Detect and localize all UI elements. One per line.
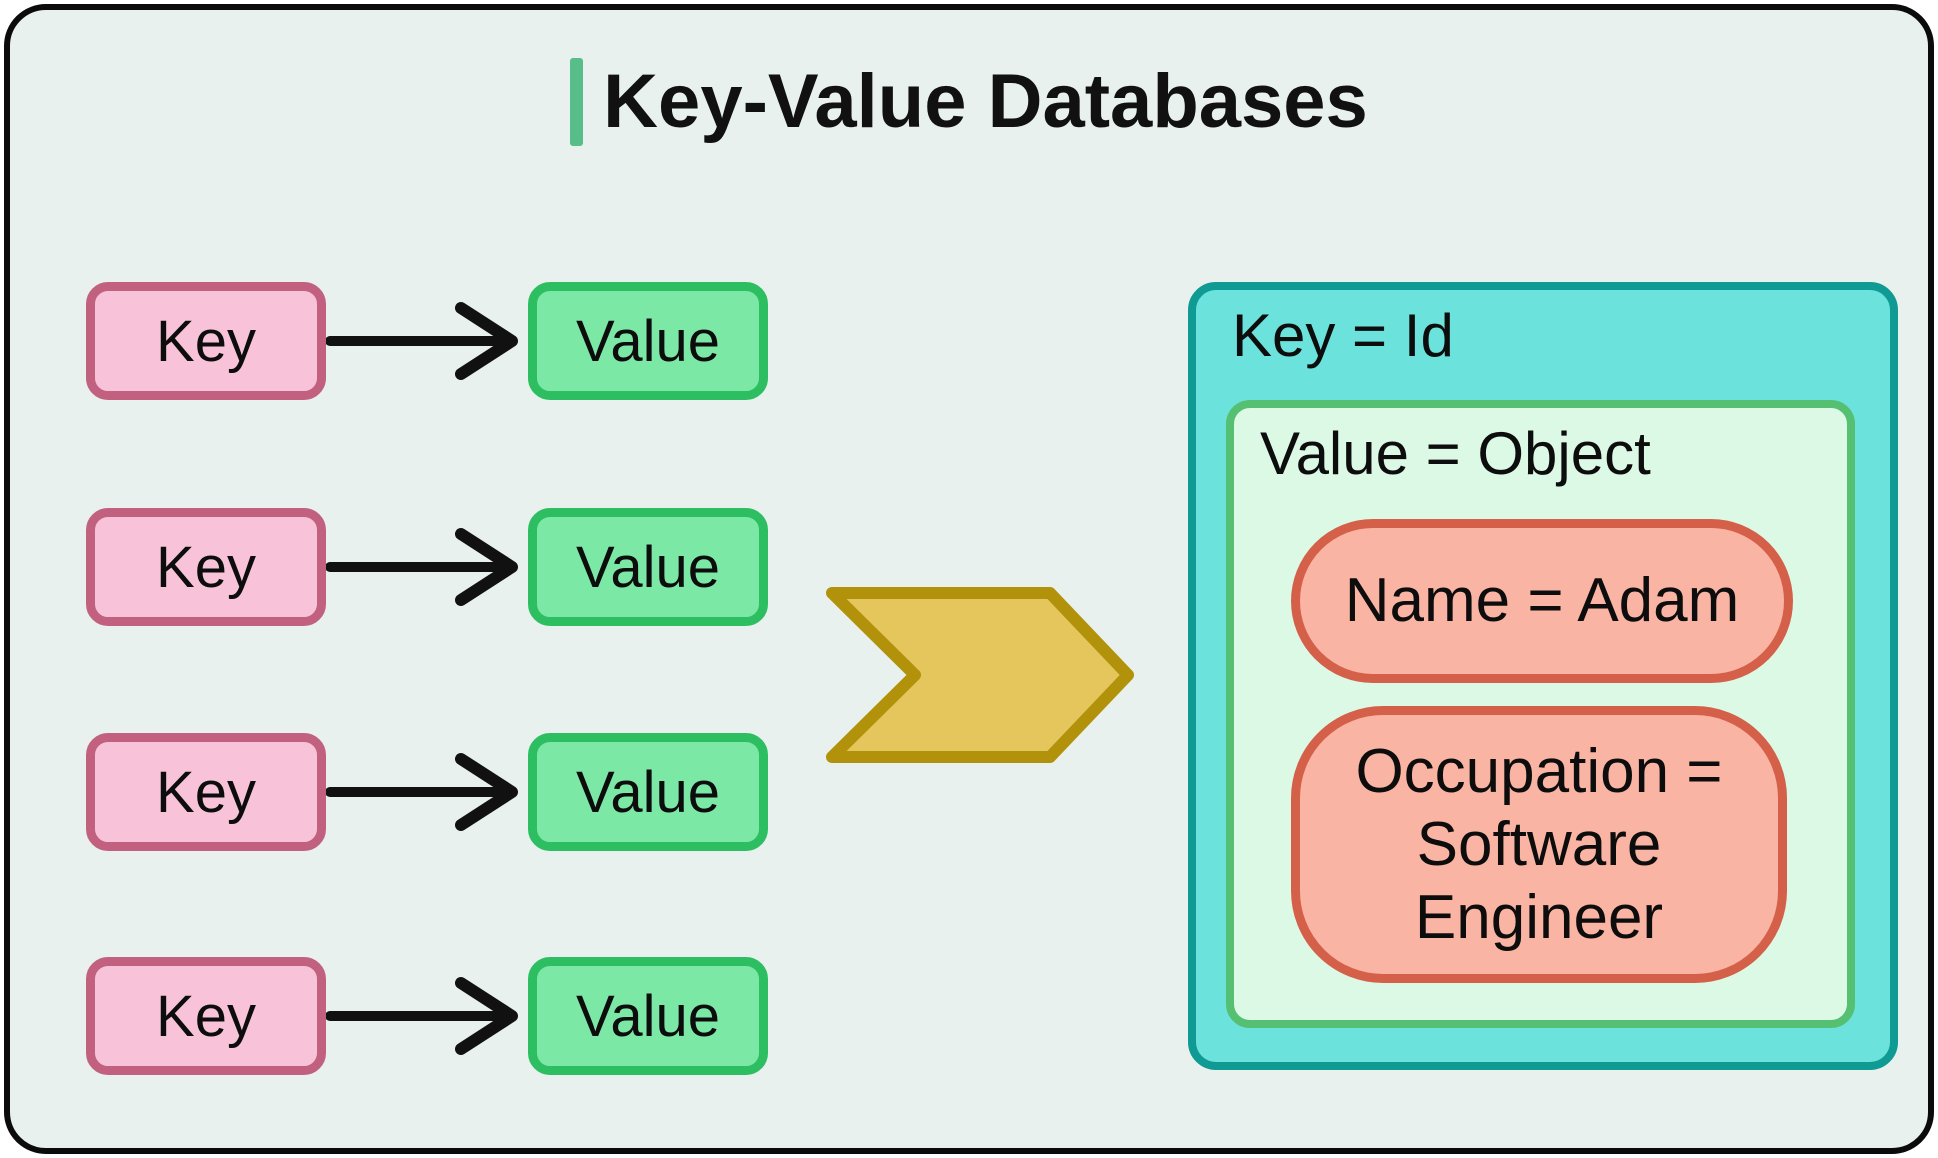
value-label: Value <box>575 308 721 374</box>
record-container: Key = Id Value = Object Name = Adam Occu… <box>1188 282 1898 1070</box>
diagram-frame: Key-Value Databases Key Value Key <box>4 4 1934 1154</box>
arrow-right-icon <box>326 302 518 380</box>
title-row: Key-Value Databases <box>10 54 1928 150</box>
kv-row-4: Key Value <box>86 957 776 1075</box>
property-pill-occupation: Occupation = Software Engineer <box>1291 706 1787 983</box>
key-label: Key <box>156 983 256 1049</box>
key-box: Key <box>86 957 326 1075</box>
arrow-right-icon <box>326 753 518 831</box>
value-label: Value <box>575 759 721 825</box>
property-name-label: Name = Adam <box>1344 566 1740 636</box>
kv-row-2: Key Value <box>86 508 776 626</box>
value-box: Value <box>528 957 768 1075</box>
arrow-right-icon <box>326 977 518 1055</box>
value-box: Value <box>528 508 768 626</box>
value-label: Value <box>575 983 721 1049</box>
record-key-label: Key = Id <box>1232 302 1454 369</box>
value-label: Value <box>575 534 721 600</box>
property-occupation-label: Occupation = Software Engineer <box>1355 736 1723 953</box>
property-pill-name: Name = Adam <box>1291 519 1793 683</box>
value-box: Value <box>528 733 768 851</box>
key-label: Key <box>156 308 256 374</box>
record-value-label: Value = Object <box>1260 420 1651 487</box>
key-box: Key <box>86 733 326 851</box>
chevron-arrow-icon <box>826 587 1134 763</box>
page-title: Key-Value Databases <box>603 59 1368 144</box>
key-label: Key <box>156 759 256 825</box>
kv-row-3: Key Value <box>86 733 776 851</box>
kv-row-1: Key Value <box>86 282 776 400</box>
key-box: Key <box>86 282 326 400</box>
key-box: Key <box>86 508 326 626</box>
record-value-container: Value = Object Name = Adam Occupation = … <box>1226 400 1855 1028</box>
value-box: Value <box>528 282 768 400</box>
key-label: Key <box>156 534 256 600</box>
arrow-right-icon <box>326 528 518 606</box>
title-accent-bar <box>570 58 584 146</box>
